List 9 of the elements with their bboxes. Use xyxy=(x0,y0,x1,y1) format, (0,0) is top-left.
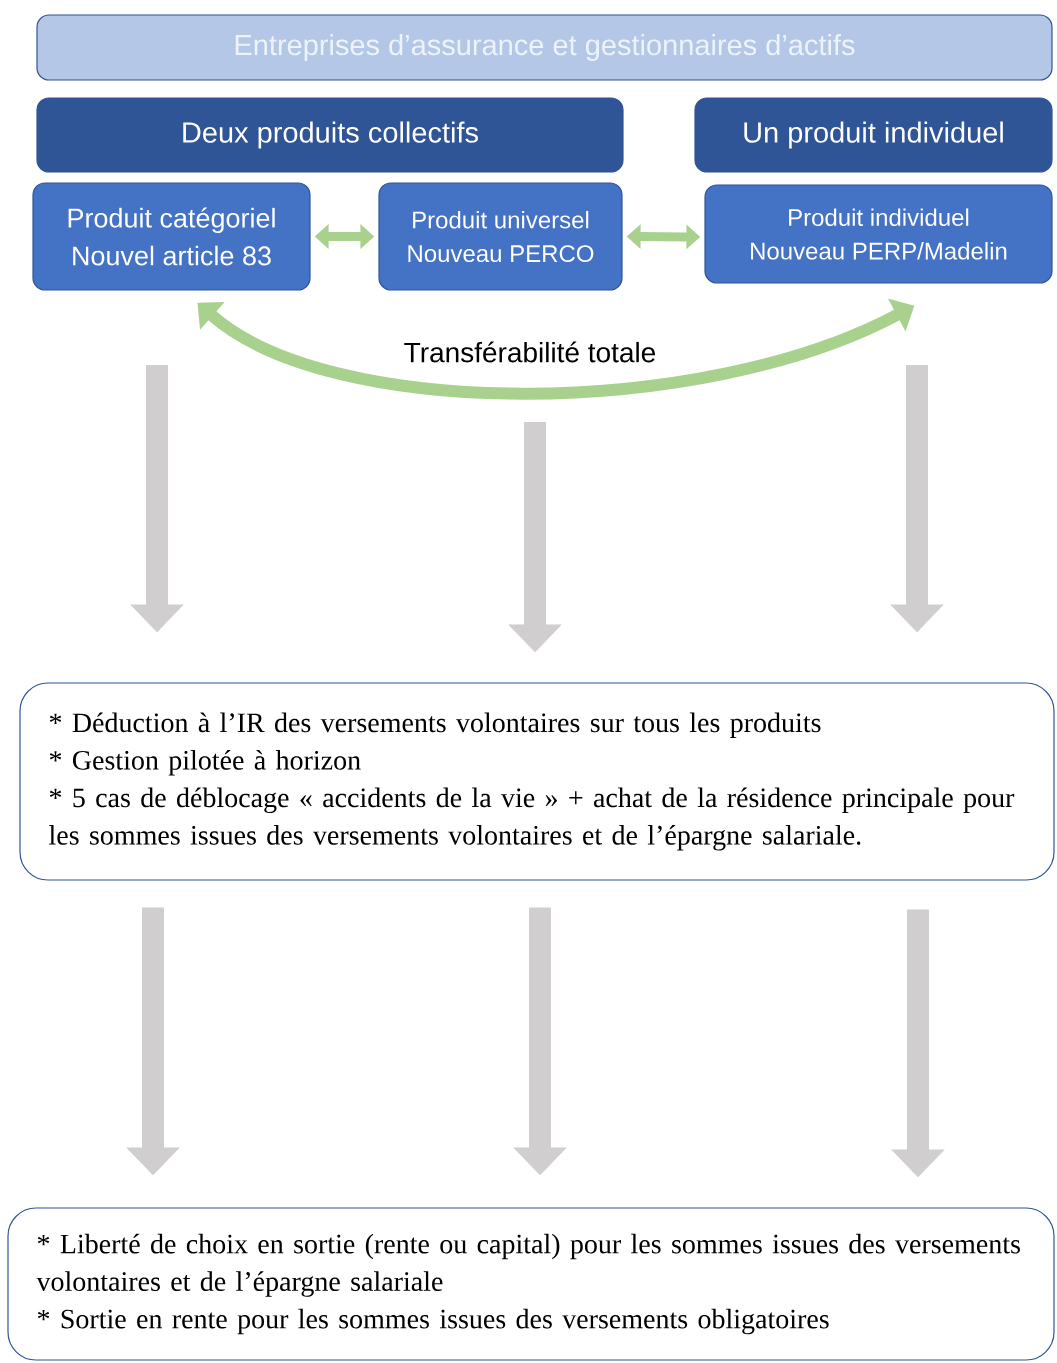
text-box: * Déduction à l’IR des versements volontaires sur tous les produits * Gestion pilotée à horizon * 5 cas de déblocage « accidents de la vie » + achat de la résidence principale pour les sommes issues des versements volontaires et de l’épargne salariale. xyxy=(19,682,1055,881)
product-box: Produit universel Nouveau PERCO xyxy=(378,182,623,291)
group-header: Deux produits collectifs xyxy=(36,97,624,173)
header-band: Entreprises d’assurance et gestionnaires d’actifs xyxy=(36,14,1053,81)
edge-label: Transférabilité totale xyxy=(401,339,659,365)
text-box: * Liberté de choix en sortie (rente ou capital) pour les sommes issues des versements volontaires et de l’épargne salariale * Sortie en rente pour les sommes issues des versements obligatoires xyxy=(7,1207,1055,1361)
product-box: Produit individuel Nouveau PERP/Madelin xyxy=(704,184,1053,284)
group-header: Un produit individuel xyxy=(694,97,1053,173)
product-box: Produit catégoriel Nouvel article 83 xyxy=(32,182,311,291)
